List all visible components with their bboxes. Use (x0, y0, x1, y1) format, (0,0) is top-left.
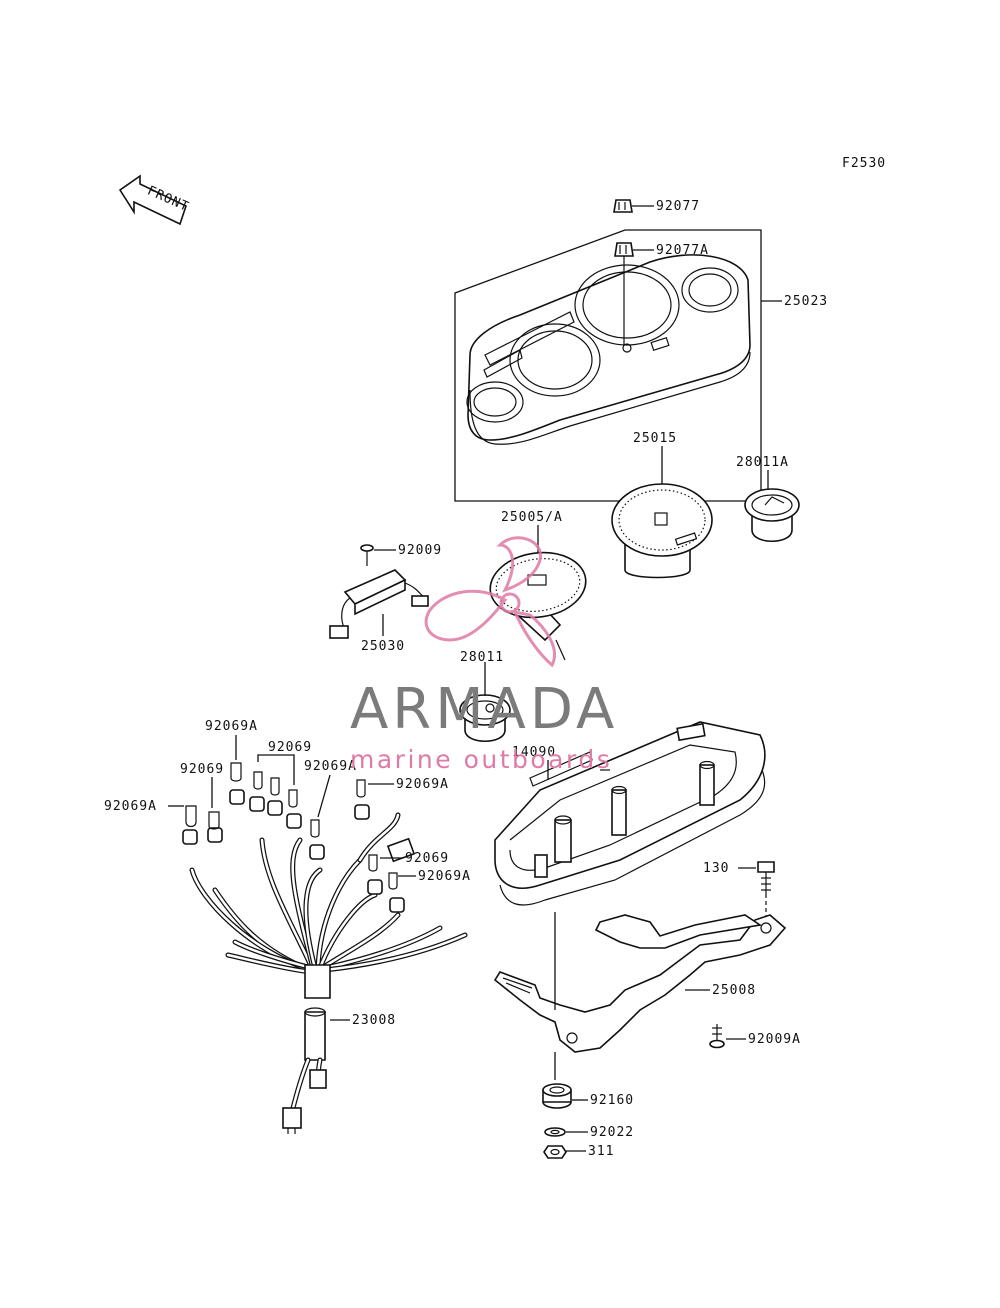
socket-28011 (459, 694, 511, 742)
label-23008: 23008 (352, 1013, 396, 1028)
bulb-sockets (182, 789, 405, 913)
label-14090: 14090 (512, 745, 556, 760)
label-92077: 92077 (656, 199, 700, 214)
grommet-92160 (542, 1083, 572, 1109)
label-92069a-1: 92069A (205, 719, 258, 734)
label-25030: 25030 (361, 639, 405, 654)
label-25008: 25008 (712, 983, 756, 998)
label-92069a-2: 92069A (304, 759, 357, 774)
watermark-tagline: marine outboards (350, 745, 612, 774)
label-25015: 25015 (633, 431, 677, 446)
watermark-brand: ARMADA (350, 677, 618, 742)
label-92009: 92009 (398, 543, 442, 558)
cover-outline-box (454, 229, 762, 502)
front-arrow-icon: FRONT (118, 174, 191, 226)
label-92069-1: 92069 (268, 740, 312, 755)
label-28011: 28011 (460, 650, 504, 665)
unit-25030 (329, 569, 429, 639)
armada-logo-icon (424, 536, 556, 668)
meter-cover (466, 254, 751, 445)
cap-92077 (613, 199, 633, 213)
label-25005a: 25005/A (501, 510, 563, 525)
label-92069a-3: 92069A (104, 799, 157, 814)
label-92022: 92022 (590, 1125, 634, 1140)
nut-311 (543, 1145, 567, 1159)
label-92160: 92160 (590, 1093, 634, 1108)
label-25023: 25023 (784, 294, 828, 309)
label-311: 311 (588, 1144, 614, 1159)
socket-28011a (744, 488, 800, 542)
gauge-25015 (611, 483, 713, 579)
label-92069-2: 92069 (180, 762, 224, 777)
case-14090 (494, 721, 766, 906)
screw-92009 (360, 544, 374, 566)
harness-23008 (189, 812, 468, 1134)
label-130: 130 (703, 861, 729, 876)
bracket-25008 (493, 914, 787, 1053)
label-92069-3: 92069 (405, 851, 449, 866)
figure-code: F2530 (842, 156, 886, 171)
bulbs (185, 762, 398, 890)
label-28011a: 28011A (736, 455, 789, 470)
label-92069a-5: 92069A (418, 869, 471, 884)
label-92009a: 92009A (748, 1032, 801, 1047)
meter-25005a (489, 551, 587, 661)
washer-92022 (544, 1127, 566, 1137)
label-92069a-4: 92069A (396, 777, 449, 792)
cap-92077a (614, 242, 634, 345)
label-92077a: 92077A (656, 243, 709, 258)
screw-92009a (709, 1024, 725, 1049)
